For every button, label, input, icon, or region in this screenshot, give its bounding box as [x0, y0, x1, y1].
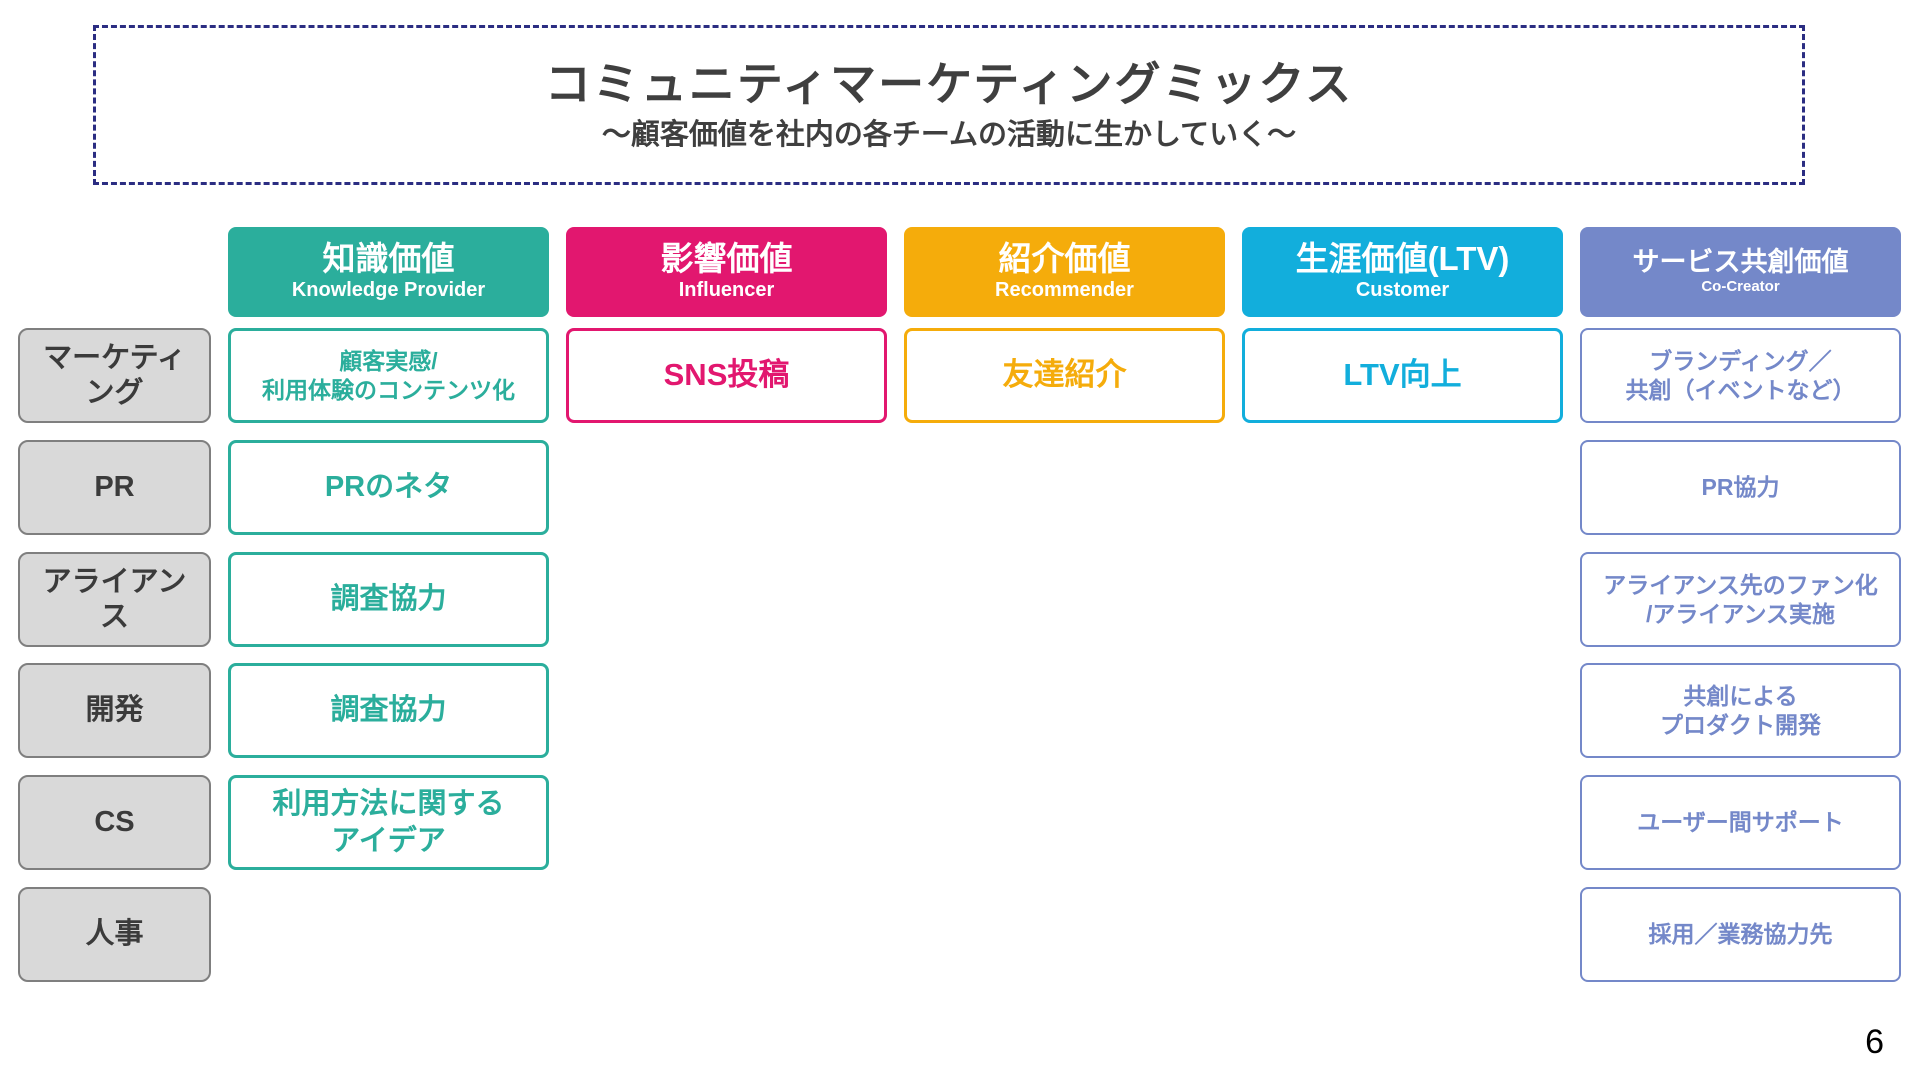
cell-cs-knowledge: 利用方法に関する アイデア — [228, 775, 549, 870]
cell-marketing-customer: LTV向上 — [1242, 328, 1563, 423]
row-label-marketing: マーケティ ング — [18, 328, 211, 423]
column-header-en: Customer — [1355, 279, 1450, 302]
column-header-jp: サービス共創価値 — [1632, 246, 1849, 277]
row-label-pr: PR — [18, 440, 211, 535]
column-header-en: Recommender — [995, 279, 1134, 302]
row-label-hr: 人事 — [18, 887, 211, 982]
column-header-knowledge-provider: 知識価値 Knowledge Provider — [228, 227, 549, 317]
slide-title-box: コミュニティマーケティングミックス ～顧客価値を社内の各チームの活動に生かしてい… — [93, 25, 1805, 185]
cell-pr-cocreator: PR協力 — [1580, 440, 1901, 535]
slide-subtitle: ～顧客価値を社内の各チームの活動に生かしていく～ — [601, 118, 1297, 151]
column-header-jp: 紹介価値 — [998, 239, 1131, 277]
column-header-en: Influencer — [678, 279, 775, 302]
column-header-jp: 生涯価値(LTV) — [1295, 239, 1510, 277]
slide-title: コミュニティマーケティングミックス — [544, 57, 1354, 110]
column-header-en: Knowledge Provider — [291, 279, 486, 302]
column-header-influencer: 影響価値 Influencer — [566, 227, 887, 317]
column-header-customer: 生涯価値(LTV) Customer — [1242, 227, 1563, 317]
cell-alliance-cocreator: アライアンス先のファン化 /アライアンス実施 — [1580, 552, 1901, 647]
cell-alliance-knowledge: 調査協力 — [228, 552, 549, 647]
column-header-recommender: 紹介価値 Recommender — [904, 227, 1225, 317]
cell-development-cocreator: 共創による プロダクト開発 — [1580, 663, 1901, 758]
cell-marketing-knowledge: 顧客実感/ 利用体験のコンテンツ化 — [228, 328, 549, 423]
cell-pr-knowledge: PRのネタ — [228, 440, 549, 535]
column-header-jp: 影響価値 — [660, 239, 793, 277]
column-header-jp: 知識価値 — [322, 239, 455, 277]
cell-development-knowledge: 調査協力 — [228, 663, 549, 758]
column-header-co-creator: サービス共創価値 Co-Creator — [1580, 227, 1901, 317]
row-label-development: 開発 — [18, 663, 211, 758]
cell-hr-cocreator: 採用／業務協力先 — [1580, 887, 1901, 982]
page-number: 6 — [1865, 1023, 1884, 1061]
cell-cs-cocreator: ユーザー間サポート — [1580, 775, 1901, 870]
cell-marketing-recommender: 友達紹介 — [904, 328, 1225, 423]
cell-marketing-influencer: SNS投稿 — [566, 328, 887, 423]
column-header-en: Co-Creator — [1701, 278, 1780, 296]
row-label-cs: CS — [18, 775, 211, 870]
cell-marketing-cocreator: ブランディング／ 共創（イベントなど） — [1580, 328, 1901, 423]
row-label-alliance: アライアン ス — [18, 552, 211, 647]
